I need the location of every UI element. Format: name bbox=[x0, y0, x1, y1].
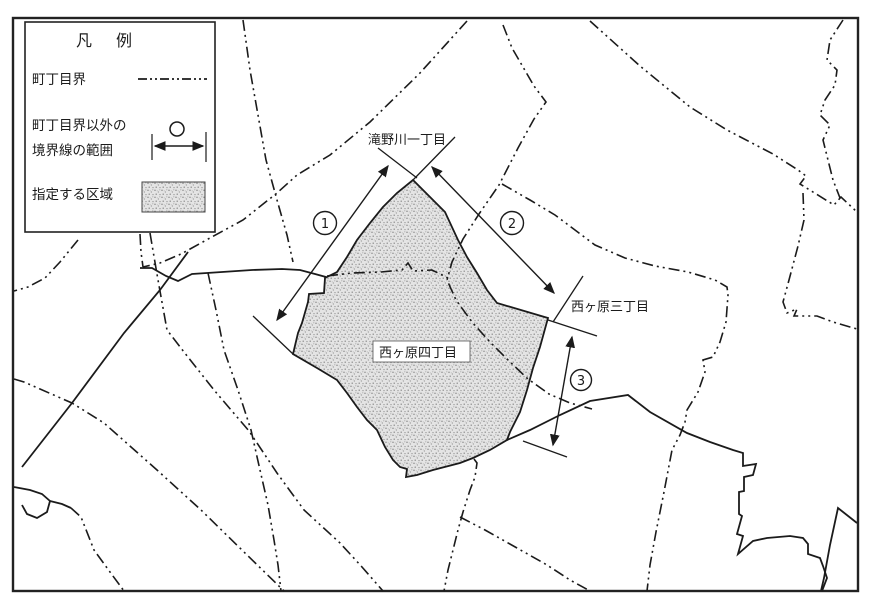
boundary-line bbox=[589, 20, 858, 213]
boundary-line bbox=[13, 486, 52, 520]
label-nishigahara-4chome-chip: 西ヶ原四丁目 bbox=[372, 340, 471, 363]
range3-upper-tick bbox=[547, 319, 598, 337]
range1-upper-tick bbox=[377, 147, 418, 179]
range2-lower-tick bbox=[552, 275, 584, 323]
boundary-line bbox=[49, 500, 72, 509]
range-arrows bbox=[276, 164, 576, 447]
range3-lower-tick bbox=[522, 440, 568, 458]
range3-arrow bbox=[549, 335, 576, 447]
boundary-line bbox=[501, 183, 729, 592]
range1-lower-tick bbox=[252, 315, 294, 355]
boundary-line bbox=[13, 378, 285, 592]
range-tick-lines bbox=[252, 136, 598, 458]
boundary-line bbox=[139, 233, 144, 268]
legend-item-other-boundary-line1: 町丁目界以外の bbox=[32, 118, 127, 134]
label-background bbox=[372, 340, 471, 363]
range3-number: 3 bbox=[577, 374, 585, 389]
boundary-line bbox=[21, 251, 189, 468]
range2-number: 2 bbox=[508, 217, 516, 232]
legend-range-arrow-symbol bbox=[151, 121, 207, 162]
boundary-line bbox=[142, 20, 468, 268]
range2-upper-tick bbox=[412, 136, 456, 181]
boundary-line bbox=[70, 507, 125, 592]
range1-circle bbox=[312, 210, 338, 236]
boundary-line bbox=[149, 232, 384, 592]
label-nishigahara-3chome: 西ヶ原三丁目 bbox=[571, 300, 649, 315]
boundary-line bbox=[443, 458, 478, 592]
label-takinogawa-1chome: 滝野川一丁目 bbox=[368, 133, 446, 148]
boundary-line bbox=[207, 272, 282, 592]
label-nishigahara-4chome: 西ヶ原四丁目 bbox=[379, 346, 457, 361]
range3-circle bbox=[569, 368, 593, 392]
range1-arrow bbox=[276, 164, 389, 322]
other-boundary-lines bbox=[13, 251, 858, 592]
legend-title: 凡 例 bbox=[76, 31, 136, 50]
legend: 凡 例 町丁目界 町丁目界以外の 境界線の範囲 指定する区域 bbox=[24, 21, 216, 233]
range-number-markers: 1 2 3 bbox=[312, 210, 593, 392]
legend-stipple-swatch bbox=[141, 181, 206, 213]
boundary-line bbox=[459, 516, 591, 592]
legend-item-other-boundary-line2: 境界線の範囲 bbox=[32, 143, 113, 159]
boundary-line bbox=[782, 192, 858, 330]
range2-circle bbox=[499, 210, 525, 236]
boundary-line bbox=[506, 394, 828, 592]
legend-item-choumoku-boundary: 町丁目界 bbox=[32, 72, 86, 88]
range2-arrow bbox=[431, 165, 555, 295]
boundary-line bbox=[820, 506, 858, 592]
range1-number: 1 bbox=[321, 217, 329, 232]
legend-item-designated-area: 指定する区域 bbox=[32, 187, 113, 203]
legend-circle-icon bbox=[169, 121, 185, 137]
